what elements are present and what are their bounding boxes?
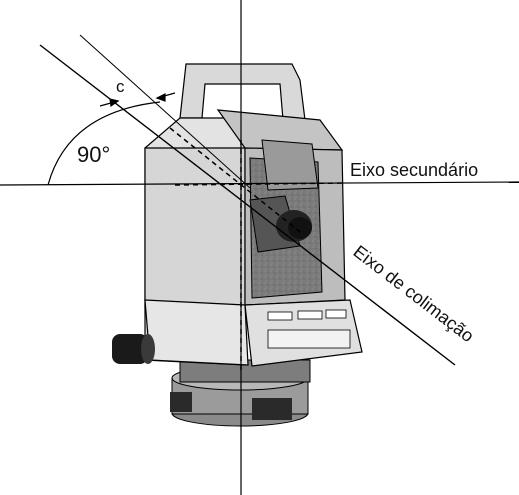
side-knob — [112, 334, 155, 364]
right-angle-arc — [47, 101, 161, 186]
angle-label: 90° — [77, 142, 110, 167]
carrying-handle — [179, 63, 306, 121]
instrument-body — [144, 109, 363, 367]
telescope-eyepiece — [276, 210, 312, 242]
instrument-base — [170, 359, 311, 427]
perpendicular-line — [79, 34, 251, 189]
collimation-axis-line — [39, 44, 456, 366]
collimation-error-label: c — [116, 77, 125, 96]
secondary-axis-label: Eixo secundário — [350, 160, 478, 180]
secondary-axis-dashed — [174, 182, 346, 186]
collimation-error-marker — [99, 92, 176, 108]
collimation-axis-label: Eixo de colimação — [350, 241, 478, 346]
collimation-axis-dashed — [169, 127, 301, 233]
